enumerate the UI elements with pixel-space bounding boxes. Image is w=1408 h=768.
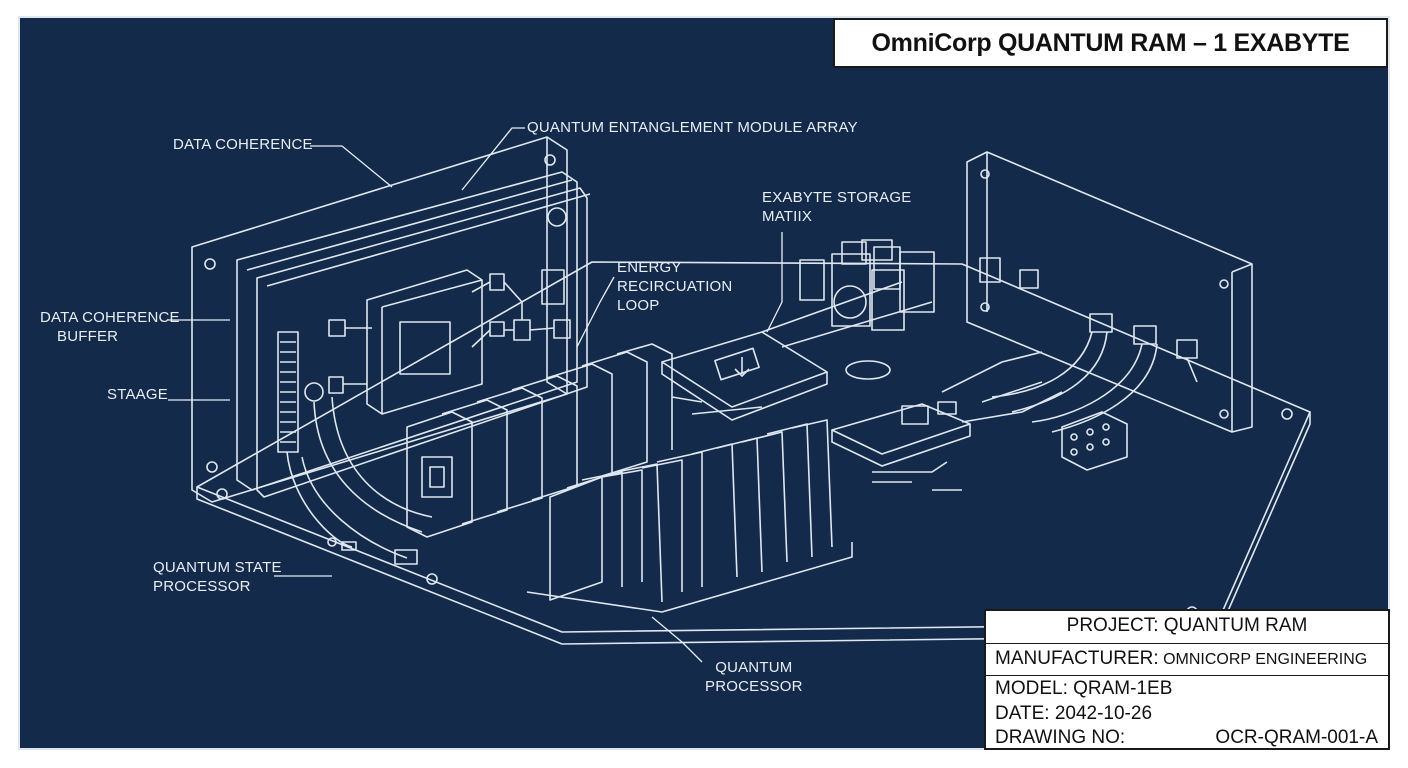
right-panel <box>966 151 1253 433</box>
entanglement-boards <box>236 171 578 491</box>
title-block-project: PROJECT: QUANTUM RAM <box>1066 615 1308 636</box>
label-coherence-buffer: DATA COHERENCE BUFFER <box>40 309 180 345</box>
storage-cubes <box>799 239 935 331</box>
label-data-coherence: DATA COHERENCE <box>173 136 313 153</box>
connector-box <box>1061 411 1128 471</box>
central-chip <box>661 331 828 408</box>
title-block-divider <box>986 675 1388 676</box>
label-quantum-processor: QUANTUM PROCESSOR <box>705 659 803 695</box>
device-illustration <box>168 127 1311 663</box>
label-staage: STAAGE <box>107 386 168 403</box>
module-row <box>406 343 673 538</box>
label-exabyte-storage: EXABYTE STORAGE MATIIX <box>762 189 912 225</box>
title-block-model: MODEL: QRAM-1EB <box>995 678 1173 699</box>
blueprint-frame: DATA COHERENCE QUANTUM ENTANGLEMENT MODU… <box>18 16 1390 750</box>
label-state-processor: QUANTUM STATE PROCESSOR <box>153 559 282 595</box>
label-entanglement-array: QUANTUM ENTANGLEMENT MODULE ARRAY <box>527 119 858 136</box>
base-plate <box>196 261 1311 633</box>
title-block-drawing-no: DRAWING NO: OCR-QRAM-001-A <box>995 727 1378 748</box>
title-block-divider <box>986 643 1388 644</box>
title-block: PROJECT: QUANTUM RAM MANUFACTURER: OMNIC… <box>984 609 1390 750</box>
drawing-title: OmniCorp QUANTUM RAM – 1 EXABYTE <box>833 18 1388 68</box>
processor-heatsink <box>526 419 853 613</box>
label-energy-loop: ENERGY RECIRCUATION LOOP <box>617 259 733 314</box>
memory-strip <box>277 331 299 453</box>
title-block-manufacturer: MANUFACTURER: OMNICORP ENGINEERING <box>995 648 1368 669</box>
title-block-date: DATE: 2042-10-26 <box>995 703 1153 724</box>
panel-chip <box>366 269 483 415</box>
logic-chip <box>831 403 971 455</box>
